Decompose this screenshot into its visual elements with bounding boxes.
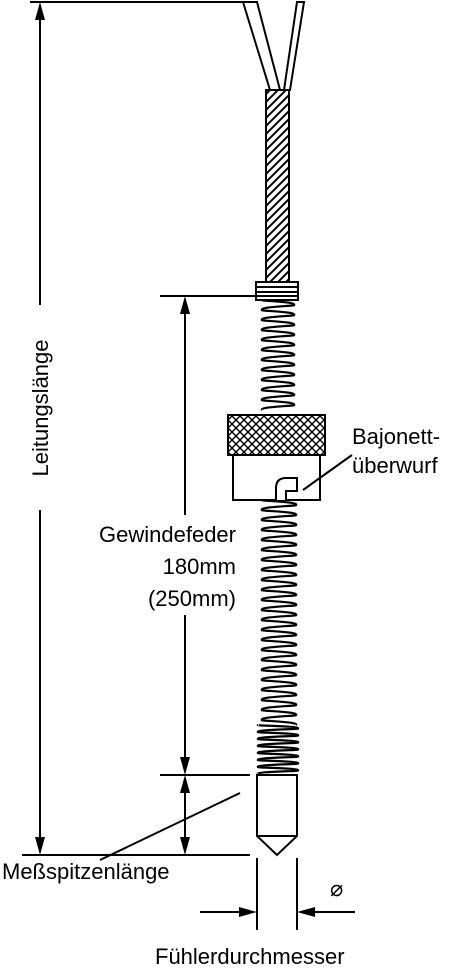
spring-label-line3: (250mm) (148, 586, 236, 611)
cable-length-label: Leitungslänge (28, 339, 53, 476)
diameter-arrows (200, 907, 355, 917)
braided-cable (265, 89, 290, 286)
bayonet-knurled-nut (227, 414, 326, 456)
bayonet-sleeve (232, 454, 321, 501)
tip-length-label: Meßspitzenlänge (2, 859, 170, 884)
diameter-extension-lines (256, 858, 298, 930)
probe-diameter-label: Fühlerdurchmesser (155, 944, 345, 969)
spring-length-dimension (160, 295, 255, 776)
bayonet-label-line1: Bajonett- (352, 424, 440, 449)
tip-length-dimension (99, 775, 241, 861)
bayonet-leader-line (302, 454, 353, 491)
diameter-symbol: ⌀ (330, 876, 343, 901)
cable-wires (241, 0, 306, 91)
lower-spring-end (256, 723, 300, 776)
upper-spring (260, 298, 296, 412)
upper-spring-cap (255, 281, 299, 301)
lower-spring (260, 498, 298, 727)
probe-tip (256, 774, 298, 857)
cable-length-dimension (22, 1, 250, 856)
bayonet-label-line2: überwurf (352, 453, 438, 478)
spring-label-line2: 180mm (163, 554, 236, 579)
spring-label-line1: Gewindefeder (99, 522, 236, 547)
